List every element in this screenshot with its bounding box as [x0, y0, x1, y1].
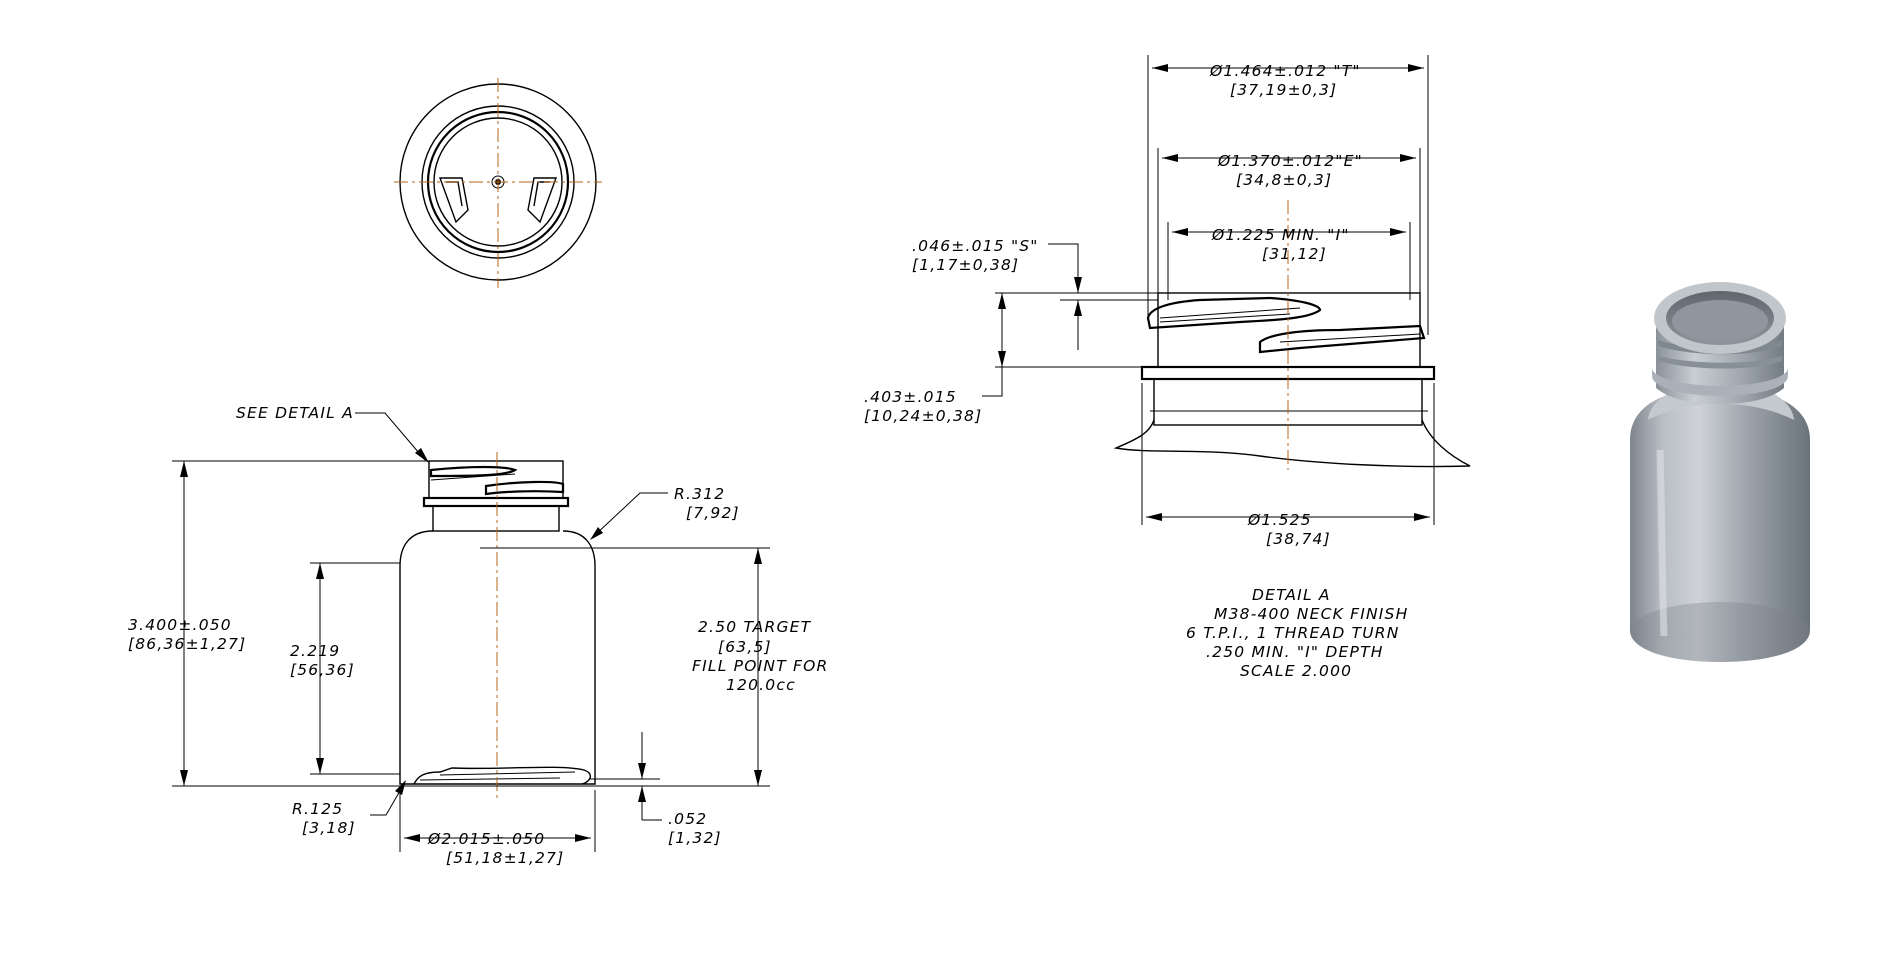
fill-line-4: 120.0cc — [726, 676, 796, 694]
bead-dim-mm-label: [38,74] — [1266, 530, 1331, 548]
detail-a-view — [982, 55, 1471, 525]
fill-line-2: [63,5] — [718, 638, 772, 656]
e-dim-mm-label: [34,8±0,3] — [1236, 171, 1332, 189]
h-dim-label: .403±.015 — [864, 388, 957, 406]
base-radius-label: R.125 — [292, 800, 343, 818]
diameter-label: Ø2.015±.050 — [427, 830, 545, 848]
isometric-bottle-render — [1630, 282, 1810, 662]
detail-caption-3: 6 T.P.I., 1 THREAD TURN — [1186, 624, 1400, 642]
overall-height-label: 3.400±.050 — [128, 616, 232, 634]
top-view — [394, 78, 602, 288]
bead-dim-label: Ø1.525 — [1247, 511, 1312, 529]
detail-caption-4: .250 MIN. "I" DEPTH — [1206, 643, 1384, 661]
detail-caption-2: M38-400 NECK FINISH — [1214, 605, 1408, 623]
overall-height-mm-label: [86,36±1,27] — [128, 635, 246, 653]
fill-line-3: FILL POINT FOR — [692, 657, 828, 675]
body-height-mm-label: [56,36] — [290, 661, 355, 679]
detail-caption-1: DETAIL A — [1252, 586, 1331, 604]
body-height-label: 2.219 — [290, 642, 340, 660]
front-view — [172, 412, 770, 852]
e-dim-label: Ø1.370±.012"E" — [1217, 152, 1363, 170]
push-up-mm-label: [1,32] — [668, 829, 722, 847]
s-dim-mm-label: [1,17±0,38] — [912, 256, 1019, 274]
detail-caption-5: SCALE 2.000 — [1240, 662, 1352, 680]
push-up-label: .052 — [668, 810, 707, 828]
shoulder-radius-mm-label: [7,92] — [686, 504, 740, 522]
diameter-mm-label: [51,18±1,27] — [446, 849, 564, 867]
base-radius-mm-label: [3,18] — [302, 819, 356, 837]
fill-line-1: 2.50 TARGET — [698, 618, 812, 636]
i-dim-mm-label: [31,12] — [1262, 245, 1327, 263]
h-dim-mm-label: [10,24±0,38] — [864, 407, 982, 425]
shoulder-radius-label: R.312 — [674, 485, 725, 503]
t-dim-label: Ø1.464±.012 "T" — [1209, 62, 1361, 80]
s-dim-label: .046±.015 "S" — [912, 237, 1039, 255]
i-dim-label: Ø1.225 MIN. "I" — [1211, 226, 1350, 244]
t-dim-mm-label: [37,19±0,3] — [1230, 81, 1337, 99]
see-detail-label: SEE DETAIL A — [236, 404, 354, 422]
